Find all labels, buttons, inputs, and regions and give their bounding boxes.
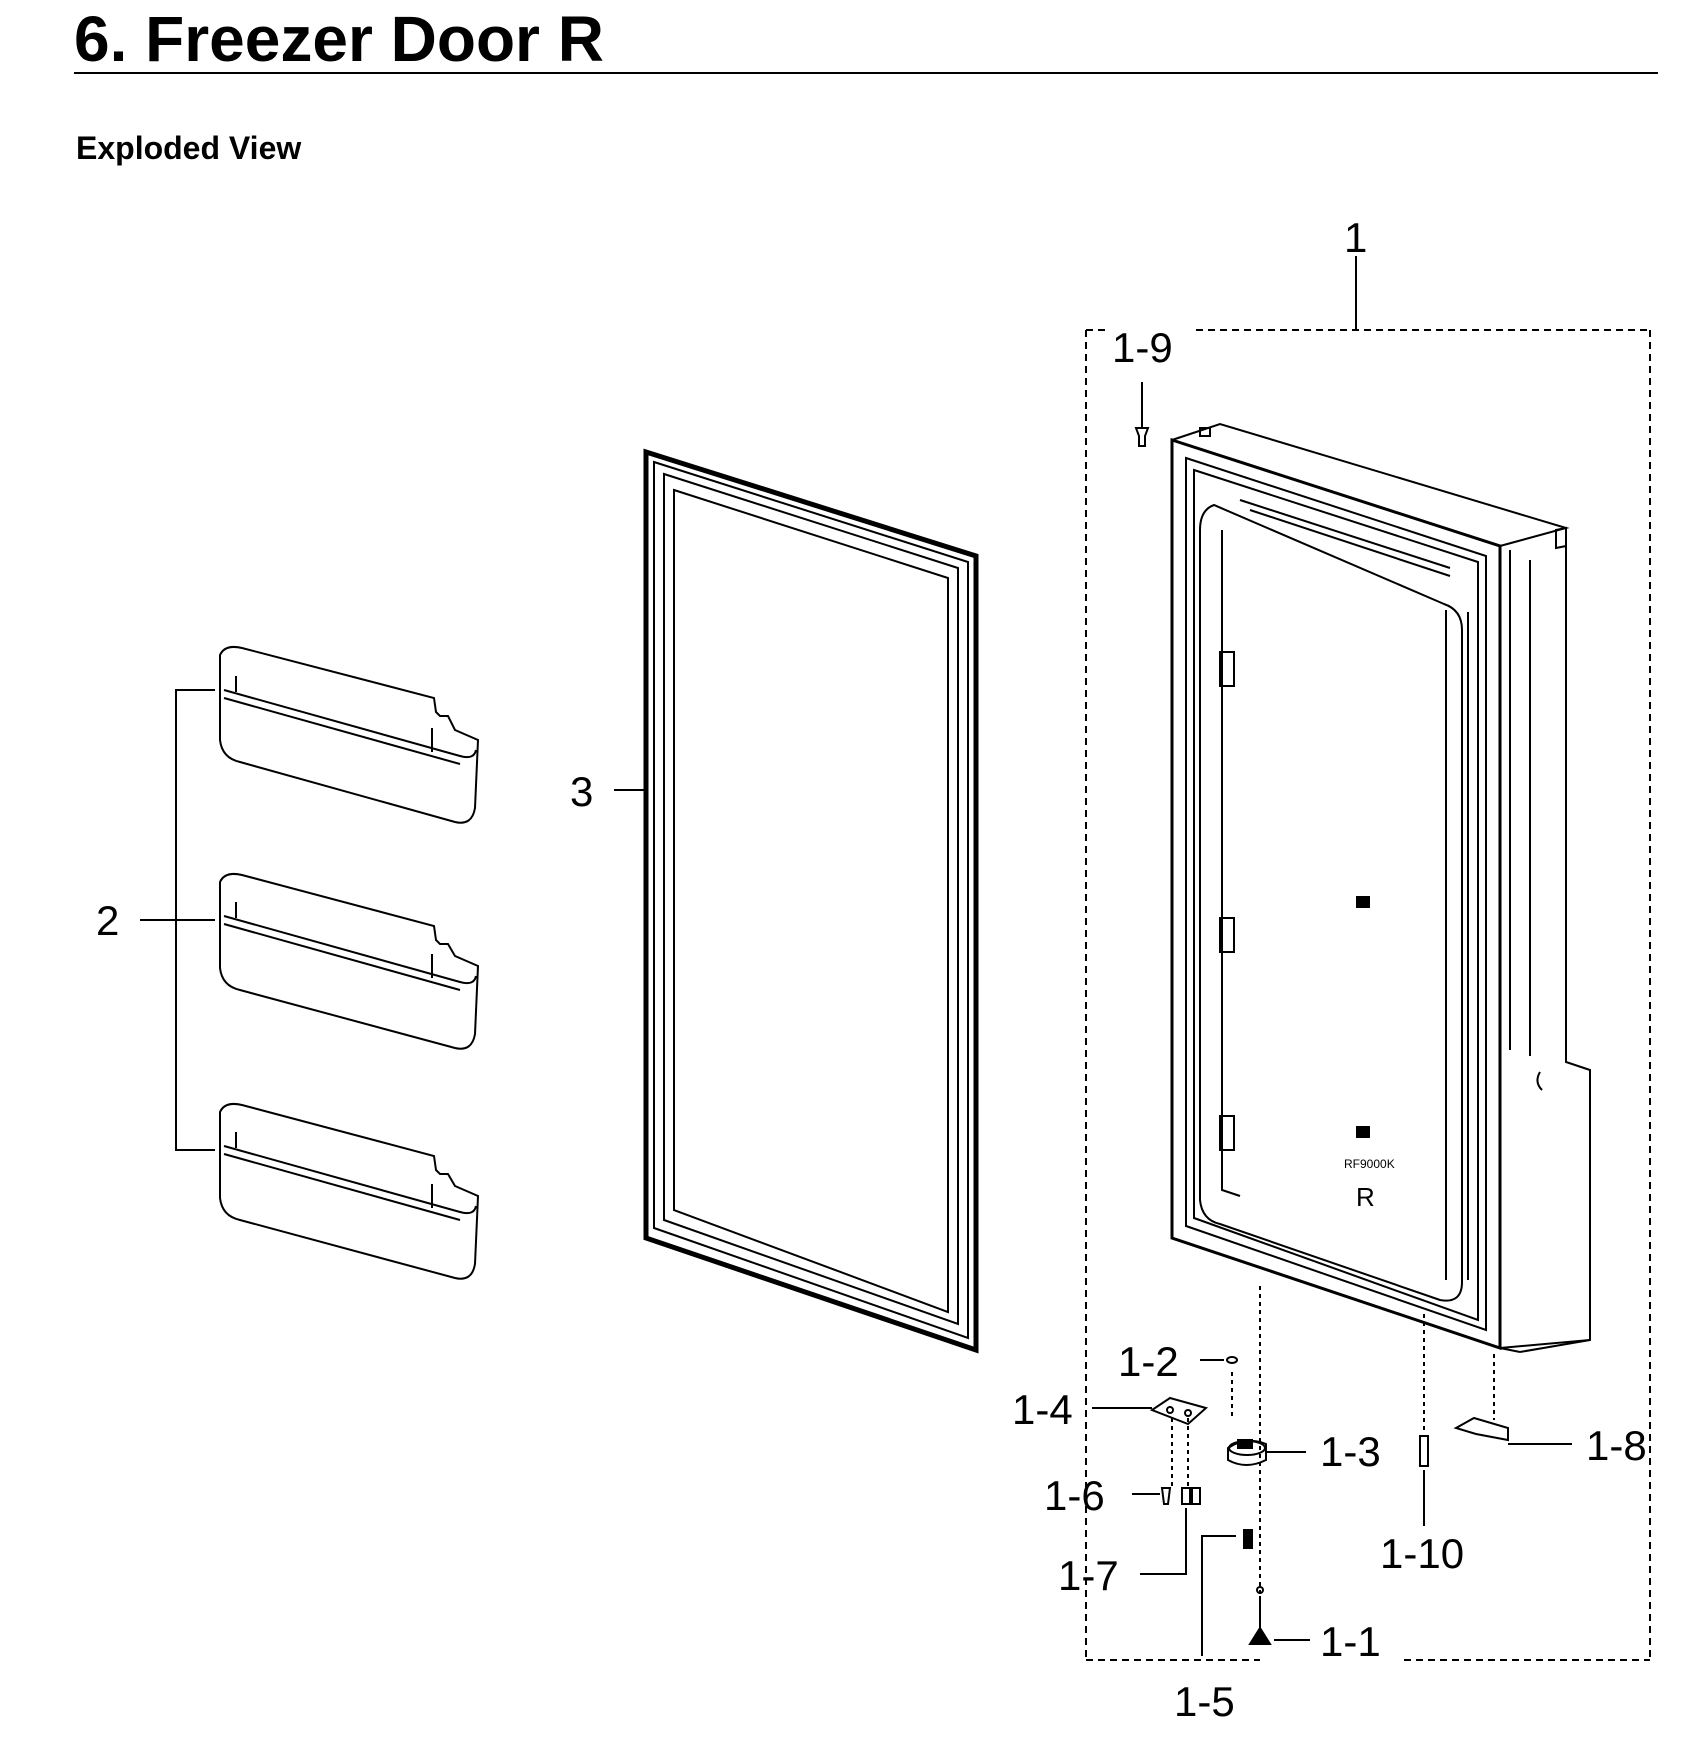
screw-1-5 [1201, 1529, 1253, 1656]
callout-1-5: 1-5 [1174, 1678, 1235, 1725]
screw-1-6 [1132, 1487, 1172, 1505]
assembly-1-boundary [1085, 329, 1651, 1661]
callout-1-1: 1-1 [1320, 1618, 1381, 1665]
door-bin-middle [219, 872, 480, 1050]
cover-1-8 [1453, 1416, 1572, 1445]
callout-1-3: 1-3 [1320, 1428, 1381, 1475]
pin-1-2 [1200, 1356, 1238, 1364]
callout-1-4: 1-4 [1012, 1386, 1073, 1433]
callout-2: 2 [96, 897, 119, 944]
callout-1-10: 1-10 [1380, 1530, 1464, 1577]
door-model-label: RF9000K [1344, 1157, 1395, 1171]
liner-marking-upper [1356, 896, 1370, 908]
page-subtitle: Exploded View [76, 130, 302, 166]
page-title: 6. Freezer Door R [74, 3, 604, 75]
assembly-guide-lines [1171, 1286, 1495, 1608]
cap-1-1 [1248, 1586, 1310, 1645]
door-gasket [643, 448, 979, 1354]
hinge-plate-1-4 [1092, 1396, 1209, 1426]
callout-1-6: 1-6 [1044, 1472, 1105, 1519]
callout-1-7: 1-7 [1058, 1552, 1119, 1599]
hinge-bushing-1-3 [1227, 1439, 1306, 1466]
title-rule [74, 72, 1658, 74]
screw-1-9 [1134, 382, 1150, 447]
callout-2-bracket [140, 689, 215, 1151]
callout-1: 1 [1344, 214, 1367, 261]
bolts-1-7 [1140, 1487, 1201, 1575]
liner-marking-lower [1356, 1126, 1370, 1138]
door-bin-top [219, 645, 480, 824]
callout-3: 3 [570, 768, 593, 815]
callout-1-9: 1-9 [1112, 324, 1173, 371]
door-side-label: R [1356, 1182, 1375, 1212]
rod-1-10 [1419, 1435, 1429, 1526]
freezer-door-body [1170, 422, 1591, 1353]
callout-1-2: 1-2 [1118, 1338, 1179, 1385]
callout-1-8: 1-8 [1586, 1422, 1647, 1469]
door-bin-bottom [219, 1102, 480, 1280]
